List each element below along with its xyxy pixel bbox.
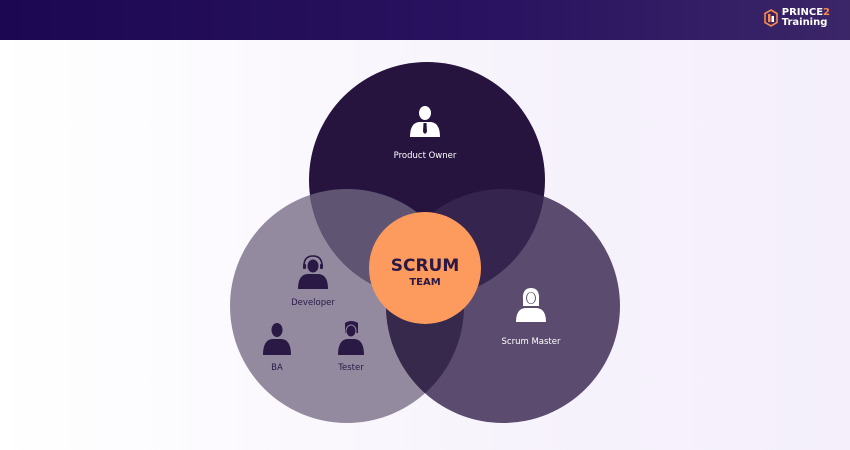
scrum-title: SCRUM bbox=[391, 256, 460, 276]
headset-person-icon bbox=[298, 255, 328, 289]
overlap-top-left bbox=[309, 189, 464, 298]
developer-label: Developer bbox=[291, 298, 335, 308]
tester-label: Tester bbox=[337, 363, 364, 373]
logo-text-prince: PRINCE bbox=[781, 7, 824, 18]
team-subtitle: TEAM bbox=[409, 277, 440, 288]
ba-label: BA bbox=[271, 363, 283, 373]
scrum-team-circle bbox=[369, 212, 481, 324]
scrum-master-label: Scrum Master bbox=[502, 337, 561, 347]
prince2-training-logo[interactable]: PRINCE2 Training bbox=[763, 7, 830, 28]
man-icon bbox=[263, 323, 291, 355]
header-bar: PRINCE2 Training bbox=[0, 0, 850, 40]
businessman-icon bbox=[410, 106, 440, 137]
logo-text-training: Training bbox=[781, 17, 828, 28]
overlap-top-right bbox=[386, 189, 545, 298]
logo-text-2: 2 bbox=[823, 7, 830, 18]
product-owner-label: Product Owner bbox=[394, 151, 457, 161]
woman-icon bbox=[516, 288, 546, 322]
woman-tester-icon bbox=[338, 321, 364, 355]
logo-hexagon-icon bbox=[763, 9, 778, 27]
